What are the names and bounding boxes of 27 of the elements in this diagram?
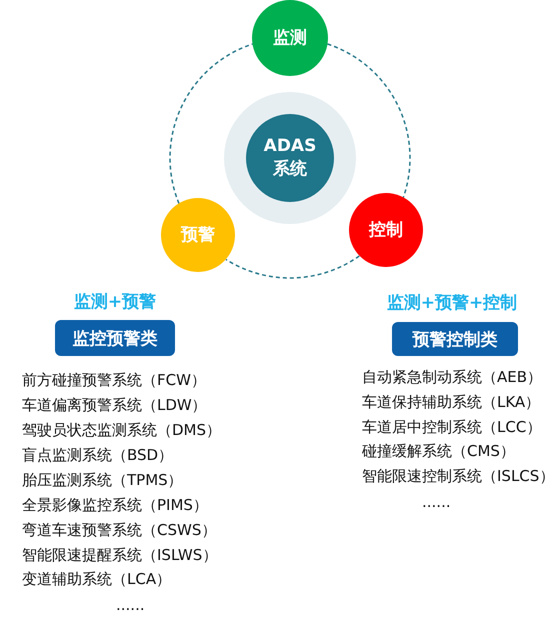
circle-label: 监测: [273, 26, 307, 50]
system-list-item: 变道辅助系统（LCA）: [22, 570, 172, 589]
system-list-item: 智能限速控制系统（ISLCS）: [362, 467, 554, 486]
system-list-item: 自动紧急制动系统（AEB）: [362, 368, 542, 387]
dashed-connector: [226, 255, 360, 279]
system-list-item: 车道保持辅助系统（LKA）: [362, 393, 540, 412]
system-list-item: 驾驶员状态监测系统（DMS）: [22, 421, 222, 440]
category-heading: 监测+预警+控制: [386, 292, 518, 314]
system-list-item: 车道偏离预警系统（LDW）: [22, 396, 207, 415]
ellipsis-text: ......: [422, 493, 451, 511]
dashed-connector: [327, 43, 411, 198]
system-list-item: 盲点监测系统（BSD）: [22, 446, 174, 465]
circle-label: ADAS系统: [262, 135, 318, 181]
circle-label: 预警: [181, 224, 216, 247]
circle-label: 控制: [368, 218, 403, 242]
system-list-item: 胎压监测系统（TPMS）: [22, 471, 183, 490]
system-list-item: 碰撞缓解系统（CMS）: [362, 442, 515, 461]
system-list-item: 智能限速提醒系统（ISLWS）: [22, 546, 218, 565]
category-badge: 预警控制类: [392, 322, 518, 356]
system-list-item: 前方碰撞预警系统（FCW）: [22, 371, 206, 390]
ellipsis-text: ......: [116, 596, 145, 614]
category-badge: 监控预警类: [55, 320, 175, 356]
system-list-item: 车道居中控制系统（LCC）: [362, 418, 542, 437]
system-list-item: 全景影像监控系统（PIMS）: [22, 496, 208, 515]
system-list-item: 弯道车速预警系统（CSWS）: [22, 521, 216, 540]
category-heading: 监测+预警: [74, 291, 156, 313]
dashed-connector: [169, 43, 253, 204]
